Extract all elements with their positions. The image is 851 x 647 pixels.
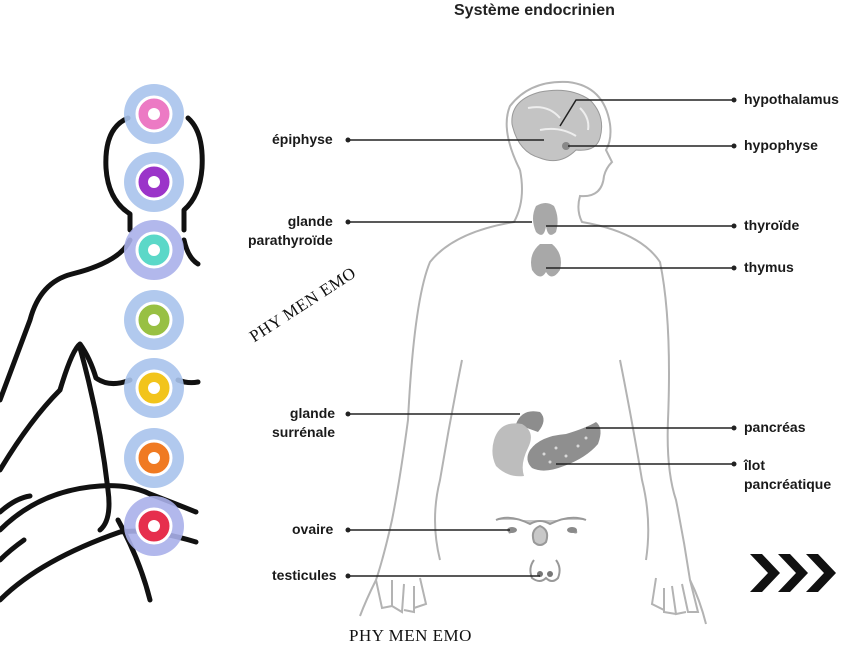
hypophyse-gland (562, 142, 570, 150)
label-parathyroide-line1: glande (287, 213, 333, 229)
label-ilot: îlot pancréatique (744, 456, 831, 494)
right-hand-outline (650, 577, 700, 616)
label-thyroide: thyroïde (744, 217, 800, 233)
label-parathyroide: glande parathyroïde (248, 212, 333, 250)
testicules-gland (529, 559, 561, 582)
label-ilot-line2: pancréatique (744, 476, 832, 492)
chakra-heart (124, 290, 184, 350)
chakra-root (124, 496, 184, 556)
thyroide-gland (533, 203, 558, 235)
label-ovaire: ovaire (292, 521, 334, 537)
body-silhouette (359, 80, 707, 625)
next-chevrons-icon[interactable] (750, 550, 840, 596)
kidney-shape (492, 423, 531, 477)
figure-shoulder-outline (0, 237, 133, 403)
label-parathyroide-line2: parathyroïde (248, 232, 333, 248)
label-thymus: thymus (744, 259, 794, 275)
figure-arm-outline (0, 341, 133, 473)
chakra-crown (124, 84, 184, 144)
chakra-solar-plexus (124, 358, 184, 418)
label-epiphyse: épiphyse (272, 131, 333, 147)
label-ilot-line1: îlot (744, 457, 765, 473)
diagram-title: Système endocrinien (454, 2, 615, 19)
surrenale-gland (516, 411, 544, 432)
label-testicules: testicules (272, 567, 337, 583)
chakra-sacral (124, 428, 184, 488)
chakra-column (124, 84, 184, 556)
label-surrenale-line2: surrénale (272, 424, 336, 440)
label-surrenale-line1: glande (289, 405, 336, 421)
label-hypophyse: hypophyse (744, 137, 818, 153)
label-hypothalamus: hypothalamus (744, 91, 839, 107)
left-hand-outline (375, 577, 428, 614)
pancreas-gland (527, 422, 601, 471)
chakra-throat (124, 220, 184, 280)
leader-lines (348, 99, 734, 577)
label-surrenale: glande surrénale (272, 404, 335, 442)
figure-head-outline (103, 115, 205, 233)
chakra-third-eye (124, 152, 184, 212)
label-pancreas: pancréas (744, 419, 806, 435)
watermark-bottom: PHY MEN EMO (349, 626, 472, 645)
thymus-gland (531, 244, 561, 277)
leader-dots (345, 97, 737, 579)
